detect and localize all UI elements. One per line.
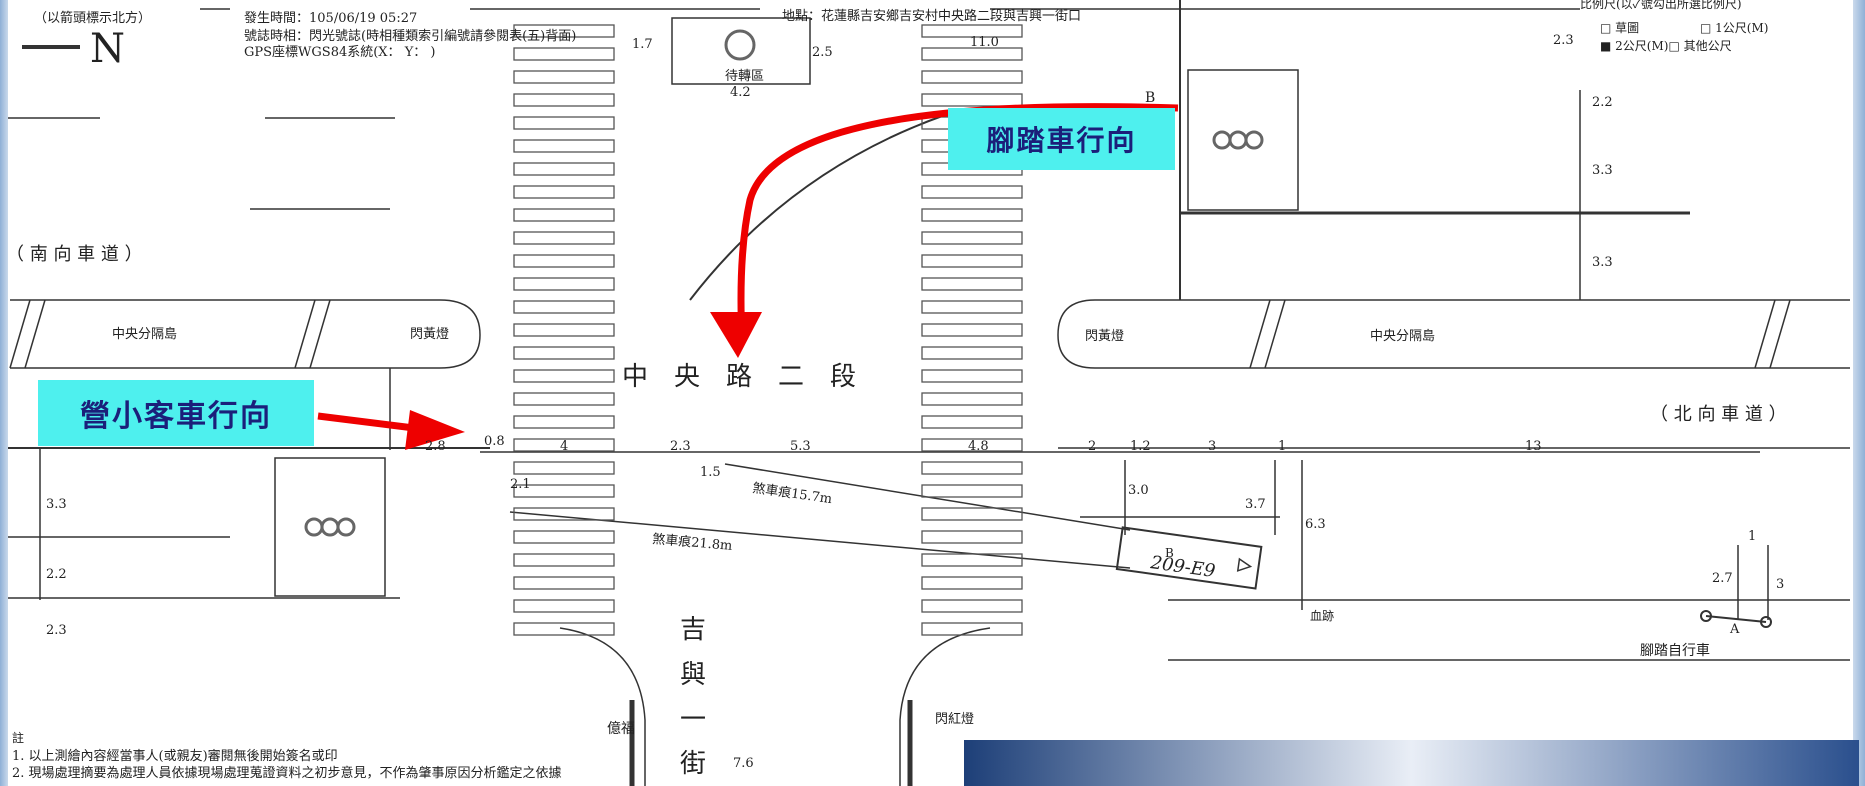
vehicle-b bbox=[1115, 526, 1263, 590]
dim-label: 13 bbox=[1525, 439, 1542, 454]
north-letter: N bbox=[90, 26, 125, 72]
dim-label: 3 bbox=[1776, 577, 1784, 592]
dim-label: 2.3 bbox=[1553, 33, 1574, 48]
dim-label: 0.8 bbox=[484, 434, 505, 449]
car-arrow-head bbox=[405, 410, 465, 450]
bicycle-arrow-head bbox=[710, 312, 762, 358]
dim-label: 1.2 bbox=[1130, 439, 1151, 454]
car-plate: 209-E9 bbox=[1148, 552, 1216, 582]
dim-label: 3.3 bbox=[1592, 255, 1613, 270]
signal-lamp-icon bbox=[304, 29, 1264, 537]
flash-yellow-left: 閃黃燈 bbox=[410, 327, 449, 342]
scale-title: 比例尺(以✓號勾出所選比例尺) bbox=[1580, 0, 1742, 11]
dim-label: 3.3 bbox=[46, 497, 67, 512]
dim-label: 4 bbox=[560, 439, 568, 454]
dim-label: 1 bbox=[1748, 529, 1756, 544]
waiting-area-label: 待轉區 bbox=[725, 69, 764, 84]
gps-label: GPS座標WGS84系統(X： Y： ) bbox=[244, 45, 435, 60]
dim-label: 2.8 bbox=[425, 439, 446, 454]
median-right-label: 中央分隔島 bbox=[1370, 329, 1435, 344]
southbound-label: （ 南 向 車 道 ） bbox=[6, 244, 143, 265]
street-char-2: 與 bbox=[680, 660, 706, 690]
scale-opt-1m: □ 1公尺(M) bbox=[1700, 21, 1768, 35]
sky-photo bbox=[964, 740, 1859, 786]
dim-label: 3.3 bbox=[1592, 163, 1613, 178]
marker-b: B bbox=[1145, 90, 1155, 106]
dim-label: 4.8 bbox=[968, 439, 989, 454]
signal-phase-label: 號誌時相：閃光號誌(時相種類索引編號請參閱表(五)背面) bbox=[244, 28, 576, 44]
dim-label: 2.7 bbox=[1712, 571, 1733, 586]
dim-label: 3 bbox=[1208, 439, 1216, 454]
location-label: 地點：花蓮縣吉安鄉吉安村中央路二段與吉興一街口 bbox=[782, 8, 1081, 24]
dim-label: 3.7 bbox=[1245, 497, 1266, 512]
time-label: 發生時間：105/06/19 05:27 bbox=[244, 11, 417, 26]
bike-label: 腳踏自行車 bbox=[1640, 642, 1710, 659]
car-direction-callout: 營小客車行向 bbox=[38, 380, 314, 446]
street-char-4: 街 bbox=[680, 749, 706, 779]
northbound-label: （ 北 向 車 道 ） bbox=[1650, 404, 1787, 425]
skid-mark-2: 煞車痕21.8m bbox=[652, 531, 733, 554]
dim-label: 7.6 bbox=[733, 756, 754, 771]
notes-line-2: 2. 現場處理摘要為處理人員依據現場處理蒐證資料之初步意見，不作為肇事原因分析鑑… bbox=[12, 765, 562, 781]
dim-label: 2.5 bbox=[812, 45, 833, 60]
bicycle-icon bbox=[1700, 610, 1772, 628]
street-char-3: 一 bbox=[680, 705, 706, 735]
notes-line-1: 1. 以上測繪內容經當事人(或親友)審閱無後開始簽名或印 bbox=[12, 748, 338, 764]
flash-red-label: 閃紅燈 bbox=[935, 712, 974, 727]
dim-label: 1 bbox=[1278, 439, 1286, 454]
dim-label: 2.3 bbox=[46, 623, 67, 638]
dim-label: 3.0 bbox=[1128, 483, 1149, 498]
dim-label: 2 bbox=[1088, 439, 1096, 454]
dim-label: 4.2 bbox=[730, 85, 751, 100]
dim-label: 11.0 bbox=[970, 35, 999, 50]
skid-mark-1: 煞車痕15.7m bbox=[751, 480, 833, 507]
bicycle-direction-callout: 腳踏車行向 bbox=[948, 108, 1175, 170]
dim-label: 2.3 bbox=[670, 439, 691, 454]
dim-label: 2.2 bbox=[1592, 95, 1613, 110]
dim-label: 6.3 bbox=[1305, 517, 1326, 532]
scale-opt-2m: ■ 2公尺(M)□ 其他公尺 bbox=[1600, 39, 1732, 53]
scale-opt-sketch: □ 草圖 bbox=[1600, 21, 1639, 35]
marker-b2: B bbox=[1165, 546, 1174, 560]
marker-a: A bbox=[1729, 622, 1740, 637]
dim-label: 2.1 bbox=[510, 477, 531, 492]
shop-label: 億福 bbox=[607, 721, 635, 737]
main-road-label: 中 央 路 二 段 bbox=[622, 362, 856, 392]
street-char-1: 吉 bbox=[680, 615, 706, 645]
dim-label: 1.5 bbox=[700, 465, 721, 480]
dim-label: 5.3 bbox=[790, 439, 811, 454]
flash-yellow-right: 閃黃燈 bbox=[1085, 329, 1124, 344]
north-hint: （以箭頭標示北方） bbox=[34, 10, 151, 26]
median-left-label: 中央分隔島 bbox=[112, 327, 177, 342]
notes-heading: 註 bbox=[12, 731, 24, 745]
dim-label: 1.7 bbox=[632, 37, 653, 52]
dim-label: 2.2 bbox=[46, 567, 67, 582]
blood-label: 血跡 bbox=[1310, 608, 1334, 623]
